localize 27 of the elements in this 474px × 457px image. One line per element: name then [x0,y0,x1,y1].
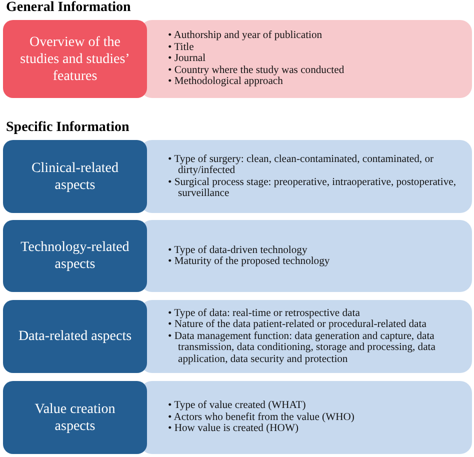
bullet-item: • Type of value created (WHAT) [168,400,307,412]
bullet-item: • Type of data-driven technology [168,244,308,256]
bullet-item: • Title [168,42,195,54]
category-box [3,140,147,213]
category-box [3,220,147,292]
category-title: Technology-related aspects [20,239,130,273]
category-title: Clinical-related aspects [30,160,120,194]
bullet-item: • Surgical process stage: preoperative, intraoperative, postoperative, surveillance [168,176,457,200]
bullet-item: • Actors who benefit from the value (WHO) [168,412,354,424]
bullet-item: • Nature of the data patient-related or procedural-related data [168,319,428,331]
section-heading: General Information [6,0,131,16]
bullet-item: • Journal [168,53,207,65]
category-title: Overview of the studies and studies’ features [19,34,131,84]
bullet-item: • Methodological approach [168,76,284,88]
category-box [3,381,147,454]
section-heading: Specific Information [6,120,130,136]
bullet-item: • Country where the study was conducted [168,64,344,76]
bullet-item: • Maturity of the proposed technology [168,256,330,268]
bullet-item: • Authorship and year of publication [168,30,324,42]
category-box [3,20,147,98]
category-title: Value creation aspects [34,400,116,434]
category-title: Data-related aspects [17,328,133,345]
bullet-item: • Data management function: data generation and capture, data transmission, data conditioning, storage and processing, data application, data security and protection [168,330,436,366]
bullet-item: • How value is created (HOW) [168,423,300,435]
category-box [3,300,147,373]
bullet-item: • Type of surgery: clean, clean-contaminated, contaminated, or dirty/infected [168,154,435,176]
bullet-item: • Type of data: real-time or retrospective data [168,308,361,320]
